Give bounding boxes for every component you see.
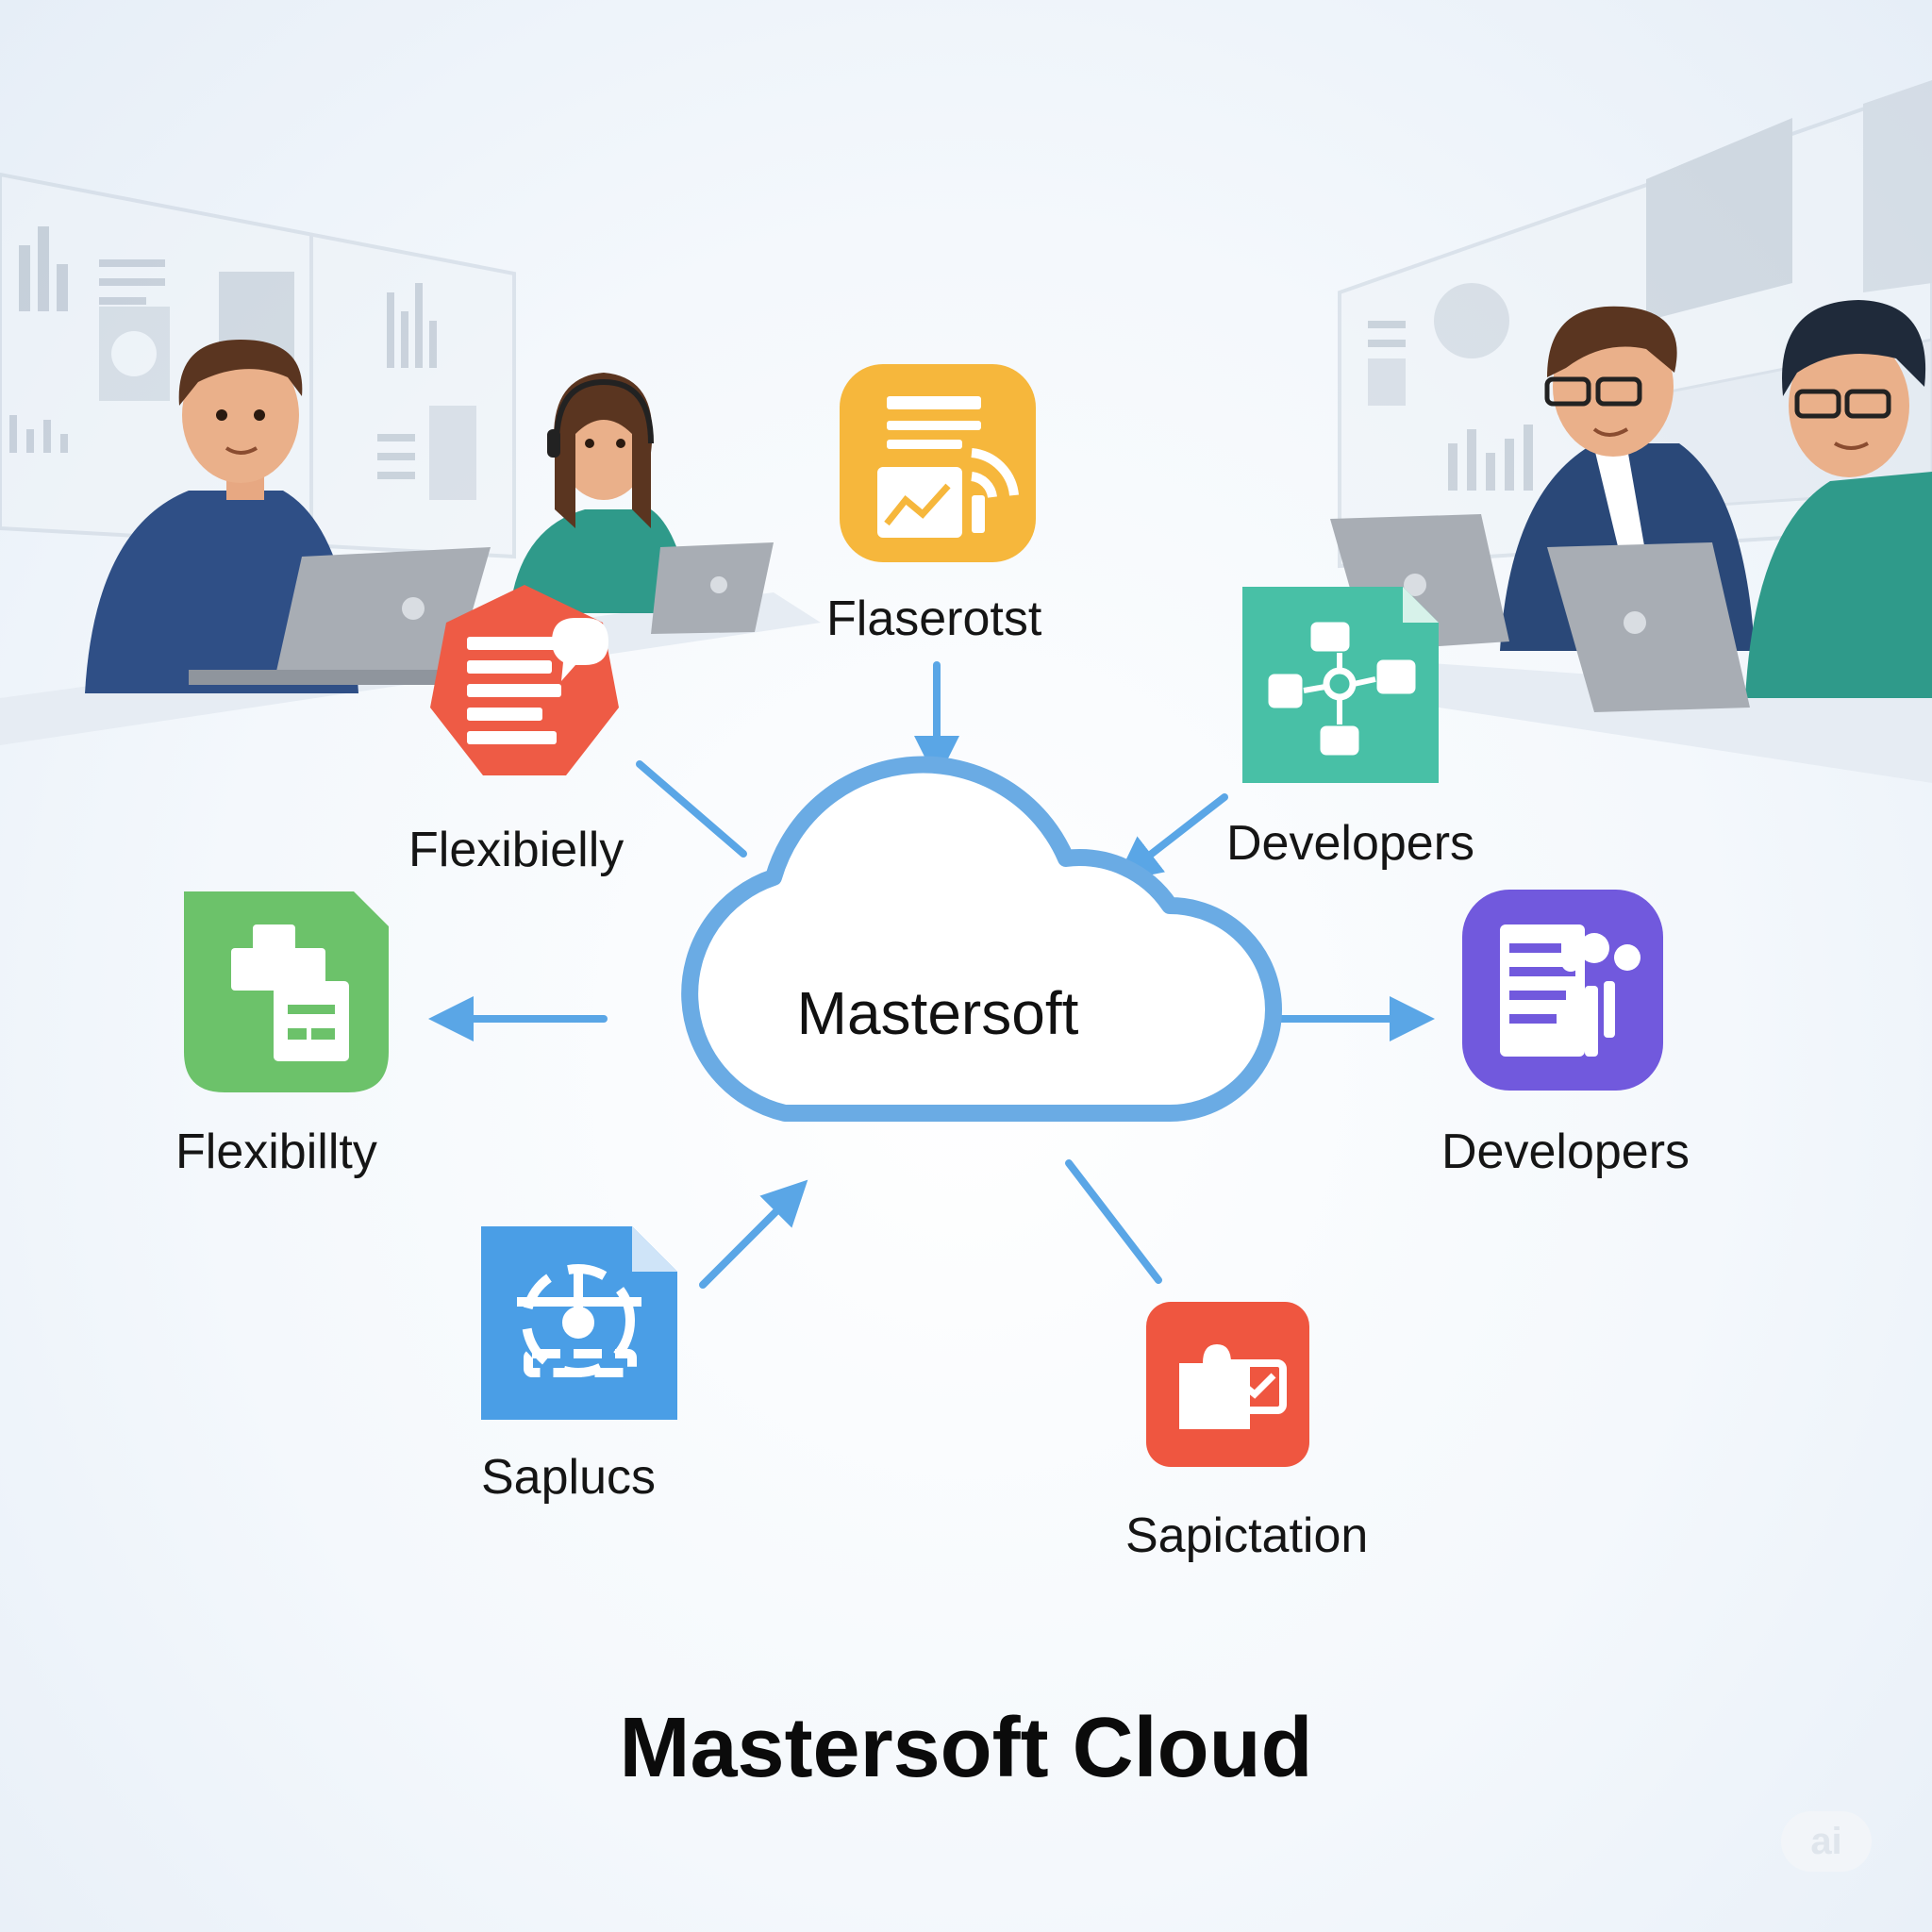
presenter-man-left [85, 340, 500, 693]
arrow-lower-left-in [699, 1179, 808, 1289]
node-upper-right[interactable] [1242, 587, 1439, 783]
node-lower-left[interactable] [481, 1226, 677, 1420]
puzzle-chart-icon [1179, 1344, 1287, 1429]
list-chat-icon [467, 618, 608, 744]
node-upper-left[interactable] [430, 585, 619, 775]
node-left[interactable] [184, 891, 389, 1092]
watermark-badge: ai [1781, 1811, 1872, 1872]
node-upper-left-label: Flexibielly [408, 823, 625, 877]
stacked-windows-icon [231, 924, 349, 1061]
node-left-label: Flexibillty [175, 1124, 377, 1179]
node-lower-right[interactable] [1146, 1302, 1309, 1467]
node-top-label: Flaserotst [826, 591, 1042, 646]
node-lower-left-label: Saplucs [481, 1450, 656, 1505]
document-people-icon [1500, 924, 1641, 1057]
target-network-icon [517, 1264, 641, 1377]
arrow-lower-right-link [1065, 1159, 1162, 1284]
hub-label: Mastersoft [796, 979, 1079, 1047]
presenter-man-glasses-far-right [1547, 300, 1932, 712]
node-right-label: Developers [1441, 1124, 1690, 1179]
presenter-woman-headset [509, 373, 774, 634]
node-upper-right-label: Developers [1226, 816, 1475, 871]
node-right[interactable] [1462, 890, 1663, 1091]
node-lower-right-label: Sapictation [1125, 1508, 1369, 1563]
diagram-title: Mastersoft Cloud [619, 1701, 1313, 1795]
network-nodes-icon [1268, 622, 1416, 756]
node-top[interactable] [840, 364, 1036, 562]
arrow-upper-left-link [636, 760, 747, 858]
arrow-upper-right-in [1115, 793, 1228, 882]
cloud-icon [681, 756, 1282, 1122]
document-chart-icon [877, 396, 1019, 538]
